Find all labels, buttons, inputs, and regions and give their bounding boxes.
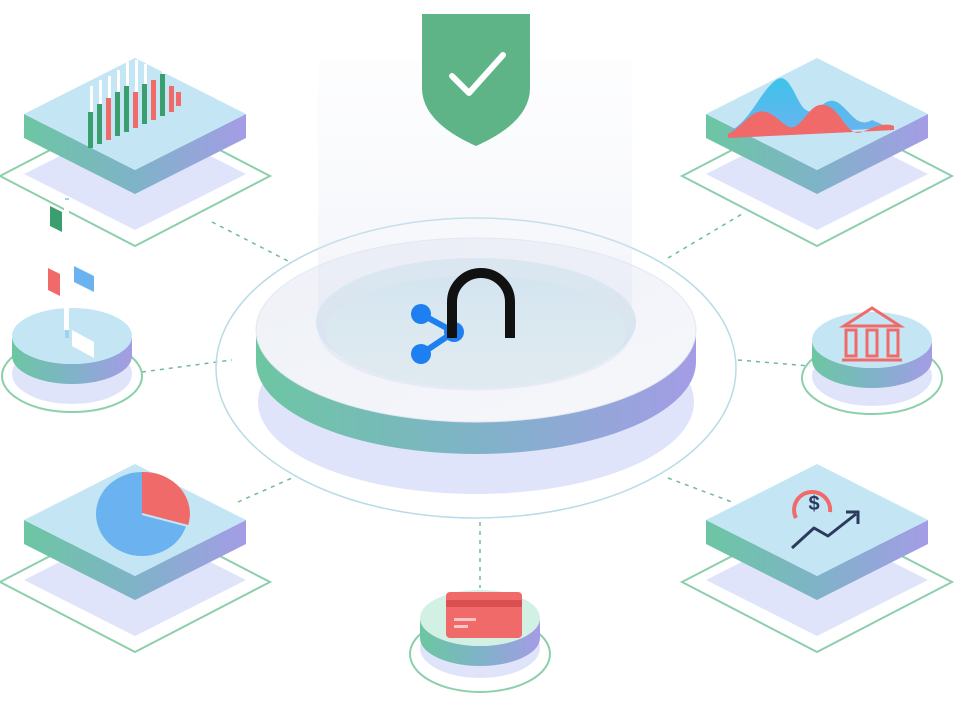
pie-chart-icon <box>96 471 190 556</box>
tile-bottom-right: $ <box>679 464 955 654</box>
connector-bottom-right <box>667 477 733 503</box>
tile-bottom-left <box>0 464 273 654</box>
tile-top-right <box>679 58 955 248</box>
connector-mid-right <box>737 359 811 367</box>
credit-card-icon <box>446 592 522 638</box>
tile-mid-right <box>801 306 943 415</box>
tile-side <box>24 114 246 194</box>
connector-top-left <box>211 221 291 263</box>
tile-side <box>706 520 928 600</box>
n-logo-icon <box>447 268 515 338</box>
connector-top-right <box>667 213 743 259</box>
tile-top <box>706 464 928 576</box>
candlestick-icon <box>48 198 94 358</box>
bar-chart-icon <box>88 56 181 148</box>
bank-icon <box>838 306 906 362</box>
area-chart-icon <box>728 78 894 138</box>
shield-shape <box>422 14 530 146</box>
svg-text:$: $ <box>808 493 819 515</box>
center-hub <box>215 60 737 519</box>
tile-side <box>24 520 246 600</box>
tile-bottom-center <box>409 590 551 693</box>
tile-top-left <box>0 56 273 248</box>
security-shield <box>422 14 530 146</box>
disc-side <box>12 336 132 384</box>
tile-mid-left <box>1 198 143 413</box>
checkmark-icon <box>449 52 506 96</box>
disc-side <box>420 618 540 666</box>
connector-mid-left <box>141 359 233 373</box>
dollar-growth-icon: $ <box>790 490 860 550</box>
connector-lines <box>141 213 811 588</box>
light-beam <box>318 60 632 391</box>
connector-bottom-left <box>237 477 293 503</box>
tile-side <box>706 114 928 194</box>
disc-side <box>812 340 932 388</box>
hub-side <box>256 330 696 454</box>
